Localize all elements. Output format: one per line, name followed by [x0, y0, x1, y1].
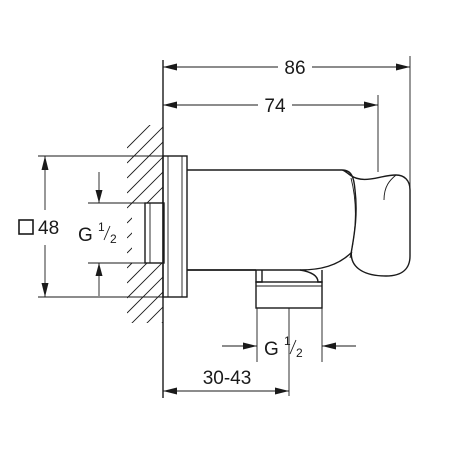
inlet-thread-callout: G 1 2	[78, 172, 117, 296]
inlet-thread-numerator: 1	[98, 220, 105, 234]
dimension-30-43: 30-43	[163, 368, 289, 395]
outlet-thread-numerator: 1	[284, 334, 291, 348]
square-symbol-icon	[18, 219, 34, 235]
outlet-thread-prefix: G	[264, 339, 279, 360]
wall-opening	[132, 203, 163, 263]
inlet-thread-prefix: G	[78, 225, 93, 246]
dimension-square-48: 48	[18, 156, 59, 297]
dimension-86: 86	[163, 58, 410, 79]
outlet-thread-callout: G 1 2	[222, 334, 356, 360]
dimension-74-label: 74	[264, 96, 286, 117]
dimension-74: 74	[163, 96, 378, 117]
holder-cradle-edge	[349, 177, 356, 259]
outlet-thread-denominator: 2	[296, 346, 303, 360]
inlet-thread	[144, 202, 165, 264]
dimension-30-43-label: 30-43	[203, 368, 252, 389]
flange-plate	[162, 155, 188, 298]
dimension-86-label: 86	[284, 58, 305, 79]
inlet-thread-denominator: 2	[110, 232, 117, 246]
holder-body	[187, 169, 411, 277]
dimension-48-label: 48	[38, 218, 59, 239]
holder-cradle-rim	[383, 174, 397, 201]
outlet-thread	[255, 269, 323, 309]
